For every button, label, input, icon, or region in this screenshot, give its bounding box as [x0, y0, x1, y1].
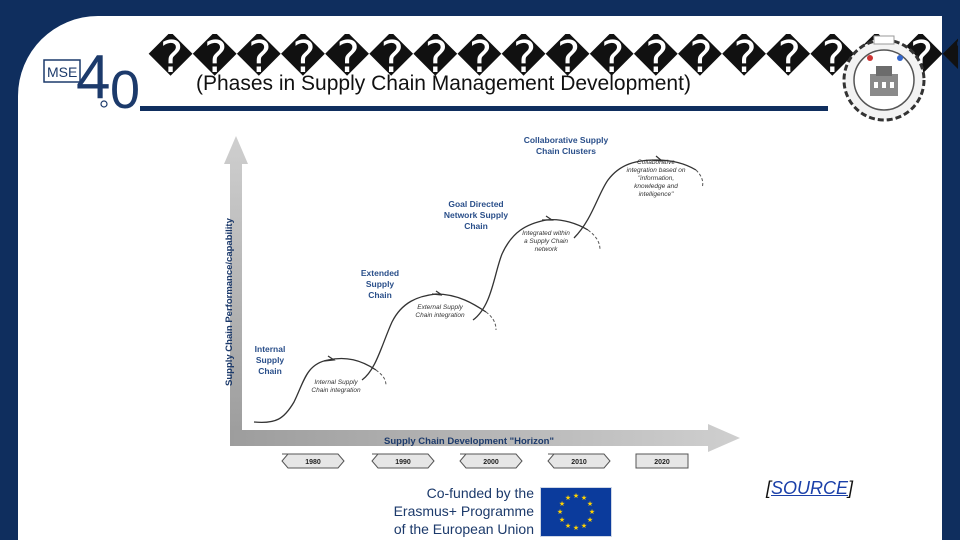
- svg-text:★: ★: [565, 494, 571, 502]
- phase-label-line: Collaborative Supply: [524, 135, 609, 145]
- page-subtitle: (Phases in Supply Chain Management Devel…: [196, 72, 691, 95]
- y-axis-arrow: [224, 136, 248, 436]
- year-arrow: [635, 453, 689, 469]
- phase-label-line: Supply: [366, 279, 395, 289]
- year-arrow: [281, 453, 345, 469]
- note-line: intelligence": [639, 191, 675, 198]
- source-bracket-close: ]: [848, 478, 854, 498]
- year-arrows: 1980 1990 2000 2010 2020: [281, 453, 689, 469]
- phase-label-line: Goal Directed: [448, 199, 503, 209]
- curve-arrowhead: [542, 215, 554, 221]
- funding-line: Co-funded by the: [426, 485, 534, 501]
- svg-text:★: ★: [587, 500, 593, 508]
- svg-text:★: ★: [557, 508, 563, 516]
- svg-text:★: ★: [589, 508, 595, 516]
- logo-four-text: 4: [76, 43, 110, 110]
- phase-label-line: Network Supply: [444, 210, 509, 220]
- note-line: knowledge and: [634, 183, 678, 190]
- mse-4-0-logo: MSE 4 0: [43, 43, 140, 110]
- note-line: Integrated within: [522, 230, 570, 237]
- phase-label-line: Internal: [255, 344, 286, 354]
- year-label: 2010: [571, 459, 587, 466]
- curve-dashed-tails: [375, 169, 704, 387]
- year-label: 1980: [305, 459, 321, 466]
- source-bracket-open: [: [766, 478, 772, 498]
- svg-text:★: ★: [565, 522, 571, 530]
- year-arrow: [371, 453, 435, 469]
- curve-arrowhead: [431, 290, 443, 296]
- year-arrow: [459, 453, 523, 469]
- title-underline: [140, 106, 828, 111]
- phase-label-line: Chain: [368, 290, 392, 300]
- erasmus-text: Co-funded by the Erasmus+ Programme of t…: [360, 484, 534, 538]
- logo-zero-text: 0: [110, 60, 140, 110]
- curve-arrowhead: [651, 155, 664, 162]
- svg-text:★: ★: [559, 516, 565, 524]
- university-seal-icon: [842, 35, 926, 122]
- note-line: Chain integration: [415, 312, 465, 319]
- note-line: Chain integration: [311, 387, 361, 394]
- svg-text:★: ★: [581, 522, 587, 530]
- note-line: "information,: [638, 175, 674, 182]
- eu-flag-icon: ★★★ ★★★ ★★★ ★★★: [540, 487, 612, 537]
- svg-text:★: ★: [573, 524, 579, 532]
- year-label: 1990: [395, 459, 411, 466]
- note-line: a Supply Chain: [524, 238, 568, 245]
- svg-text:★: ★: [573, 492, 579, 500]
- phase-label-line: Extended: [361, 268, 399, 278]
- content-panel: [18, 16, 942, 540]
- year-label: 2000: [483, 459, 499, 466]
- phase-label-line: Chain: [464, 221, 488, 231]
- source-citation: [SOURCE]: [766, 478, 853, 499]
- phase-label-line: Chain Clusters: [536, 146, 596, 156]
- svg-text:★: ★: [559, 500, 565, 508]
- phase-label-line: Chain: [258, 366, 282, 376]
- page-title: �����������������������������: [148, 34, 958, 82]
- note-line: integration based on: [627, 167, 686, 174]
- note-line: network: [535, 246, 559, 253]
- funding-line: of the European Union: [393, 521, 534, 537]
- source-link[interactable]: SOURCE: [771, 478, 849, 498]
- year-label: 2020: [654, 459, 670, 466]
- svg-text:★: ★: [581, 494, 587, 502]
- logo-mse-text: MSE: [47, 64, 77, 80]
- growth-curve: [253, 159, 697, 424]
- note-line: Internal Supply: [314, 379, 358, 386]
- note-line: Collaborative: [637, 159, 675, 166]
- x-axis-arrow: [230, 424, 740, 452]
- x-axis-label: Supply Chain Development "Horizon": [384, 436, 554, 447]
- svg-text:★: ★: [587, 516, 593, 524]
- funding-line: Erasmus+ Programme: [393, 503, 534, 519]
- year-arrow: [547, 453, 611, 469]
- supply-chain-phases-diagram: Supply Chain Performance/capability Supp…: [224, 135, 740, 469]
- curve-arrowhead: [323, 355, 336, 362]
- note-line: External Supply: [417, 304, 463, 311]
- phase-label-line: Supply: [256, 355, 285, 365]
- y-axis-label: Supply Chain Performance/capability: [224, 217, 235, 386]
